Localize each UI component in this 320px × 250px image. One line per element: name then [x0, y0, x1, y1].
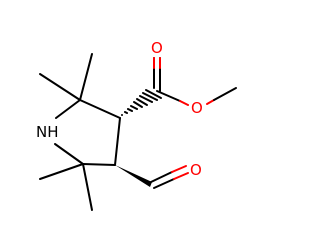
- bond-c4-c5: [82, 163, 116, 166]
- bond-ester-c-o-single-red: [179, 100, 189, 106]
- bond-c5-methyl-bottom: [82, 163, 93, 211]
- bond-o-methyl-red: [206, 99, 215, 105]
- wedge-c4-aldehyde: [115, 165, 152, 187]
- bond-aldehyde-c-o-2-red: [173, 172, 189, 180]
- bond-c3-c4: [114, 117, 121, 166]
- hashed-wedge-c3-ester: [121, 89, 162, 116]
- atom-label-ester-ether-o: O: [191, 99, 203, 117]
- bond-c5-n: [54, 143, 84, 165]
- molecule-structure: NH O O O: [36, 39, 237, 211]
- bond-c2-methyl-left: [39, 73, 81, 101]
- bond-ester-c-o-single: [156, 90, 181, 102]
- bond-aldehyde-c-o-1-red: [171, 165, 187, 173]
- bond-c2-c3: [79, 99, 121, 119]
- bond-c2-methyl-top: [79, 53, 93, 101]
- bond-c5-methyl-left: [39, 163, 84, 180]
- bond-aldehyde-c-o-2: [153, 178, 175, 189]
- atom-label-aldehyde-o: O: [190, 161, 202, 179]
- bond-o-methyl: [213, 87, 237, 101]
- atom-label-nh: NH: [36, 123, 59, 141]
- bond-aldehyde-c-o-1: [150, 171, 173, 183]
- atom-label-ester-carbonyl-o: O: [151, 39, 163, 57]
- bond-n-c2: [55, 99, 81, 119]
